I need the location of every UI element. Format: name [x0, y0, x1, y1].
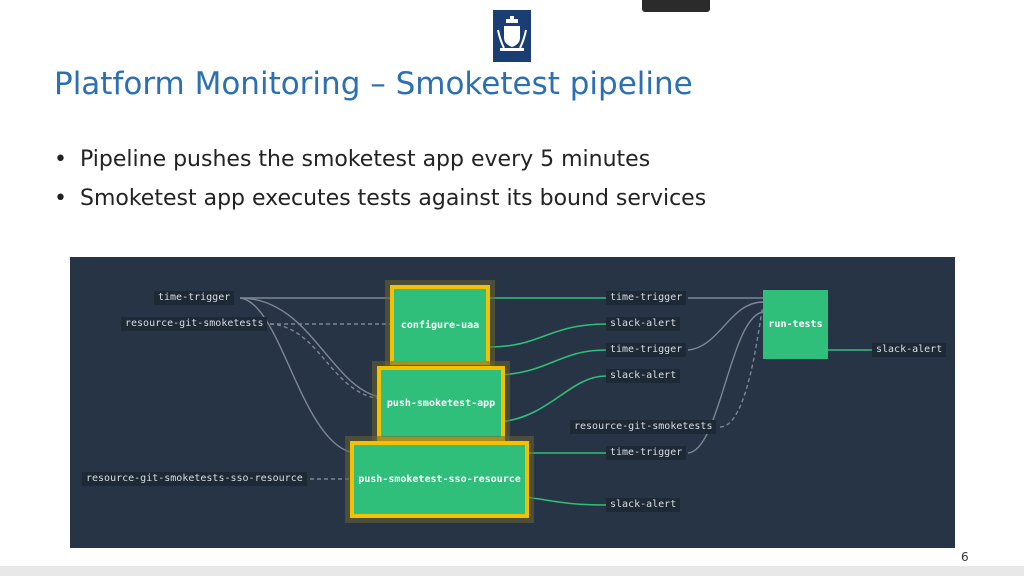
presentation-toolbar[interactable]	[642, 0, 710, 12]
bullet-item: • Smoketest app executes tests against i…	[54, 179, 706, 218]
job-push-smoketest-sso-resource[interactable]: push-smoketest-sso-resource	[350, 441, 529, 518]
input-resource-git-smoketests[interactable]: resource-git-smoketests	[570, 420, 717, 434]
bottom-bar	[0, 566, 1024, 576]
output-time-trigger[interactable]: time-trigger	[606, 291, 687, 305]
job-configure-uaa[interactable]: configure-uaa	[390, 285, 490, 365]
job-push-smoketest-app[interactable]: push-smoketest-app	[377, 366, 505, 441]
job-run-tests[interactable]: run-tests	[763, 290, 828, 359]
output-slack-alert[interactable]: slack-alert	[606, 498, 681, 512]
pipeline-edges	[239, 297, 872, 506]
input-time-trigger[interactable]: time-trigger	[154, 291, 235, 305]
bullet-marker: •	[54, 186, 67, 211]
bullet-text: Smoketest app executes tests against its…	[80, 186, 707, 211]
input-resource-git-smoketests[interactable]: resource-git-smoketests	[121, 317, 268, 331]
royal-crest-icon	[497, 16, 527, 51]
output-slack-alert[interactable]: slack-alert	[606, 369, 681, 383]
pipeline-diagram: time-trigger resource-git-smoketests res…	[70, 257, 955, 548]
output-time-trigger[interactable]: time-trigger	[606, 446, 687, 460]
bullet-list: • Pipeline pushes the smoketest app ever…	[54, 140, 706, 218]
output-slack-alert[interactable]: slack-alert	[606, 317, 681, 331]
input-resource-git-smoketests-sso-resource[interactable]: resource-git-smoketests-sso-resource	[82, 472, 307, 486]
royal-crest-logo	[493, 10, 531, 62]
slide-title: Platform Monitoring – Smoketest pipeline	[54, 66, 693, 102]
output-time-trigger[interactable]: time-trigger	[606, 343, 687, 357]
output-slack-alert[interactable]: slack-alert	[872, 343, 947, 357]
bullet-marker: •	[54, 147, 67, 172]
page-number: 6	[961, 550, 969, 564]
bullet-item: • Pipeline pushes the smoketest app ever…	[54, 140, 706, 179]
bullet-text: Pipeline pushes the smoketest app every …	[80, 147, 651, 172]
